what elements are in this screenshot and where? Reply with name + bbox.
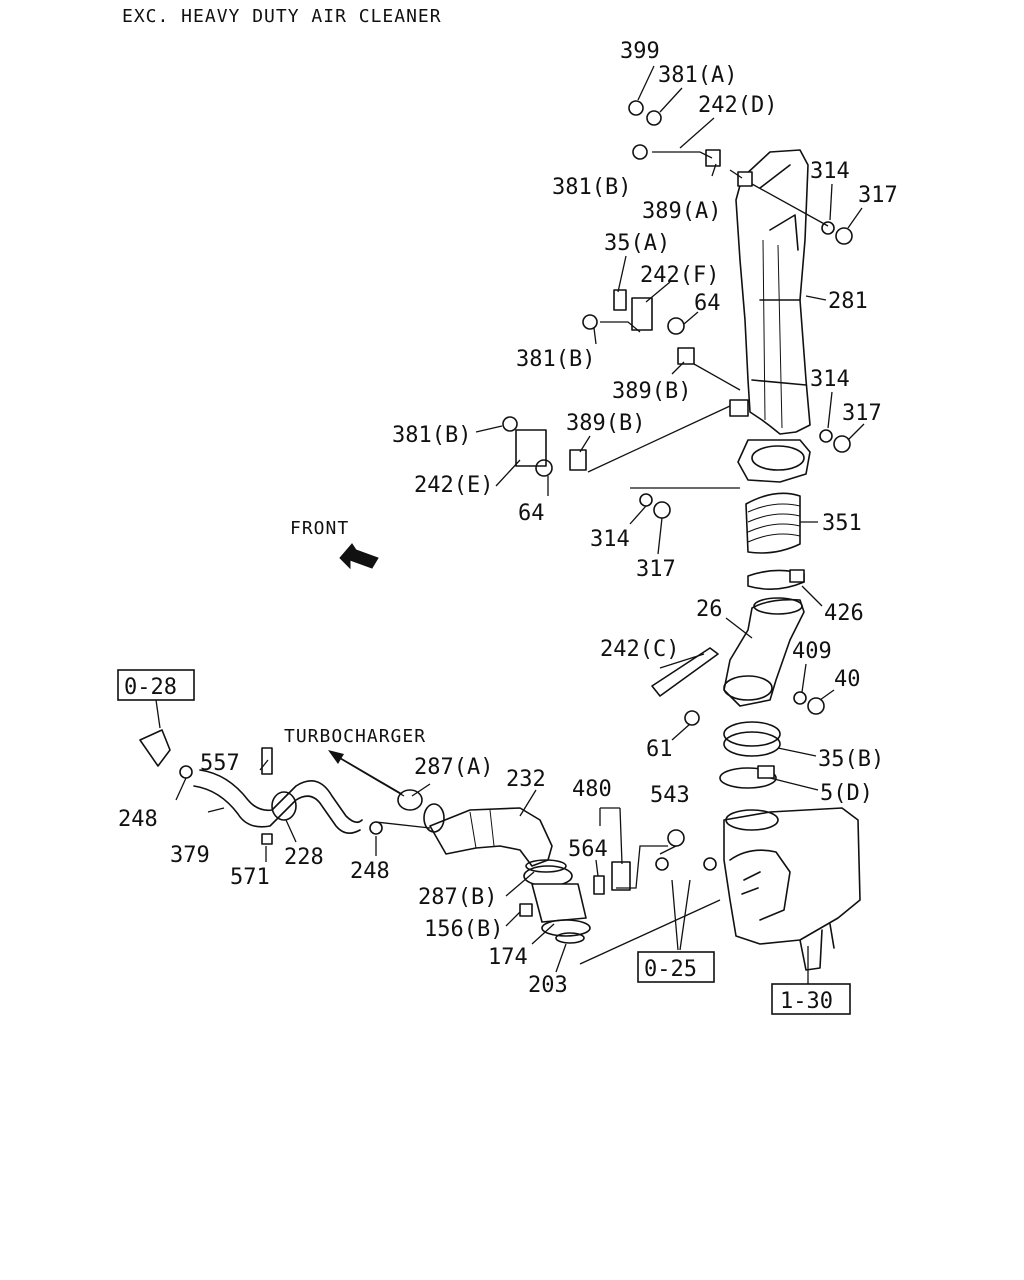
callout-label: 156(B) — [424, 917, 503, 942]
bracket-242c — [651, 647, 719, 697]
callout-label: 228 — [284, 845, 324, 870]
callout-label: 426 — [824, 601, 864, 626]
elbow-duct-26 — [723, 597, 805, 707]
callout-label: 543 — [650, 783, 690, 808]
callout-label: 242(D) — [698, 93, 777, 118]
fasteners — [179, 100, 853, 873]
svg-text:0-25: 0-25 — [644, 957, 697, 982]
callout-label: 379 — [170, 843, 210, 868]
callout-label: 557 — [200, 751, 240, 776]
callout-label: 317 — [636, 557, 676, 582]
callout-label: 174 — [488, 945, 528, 970]
front-arrow — [339, 543, 379, 570]
svg-text:1-30: 1-30 — [780, 989, 833, 1014]
callout-label: 242(C) — [600, 637, 679, 662]
callout-label: 232 — [506, 767, 546, 792]
svg-text:0-28: 0-28 — [124, 675, 177, 700]
callout-label: 5(D) — [820, 781, 873, 806]
turbo-arrow — [328, 750, 405, 797]
clamp-5d — [719, 765, 777, 789]
callout-label: 399 — [620, 39, 660, 64]
reference-box-0-28[interactable]: 0-28 — [117, 669, 195, 701]
callout-label: 317 — [858, 183, 898, 208]
callout-label: 317 — [842, 401, 882, 426]
turbocharger-annotation: TURBOCHARGER — [284, 726, 426, 747]
callout-label: 287(A) — [414, 755, 493, 780]
callout-label: 381(B) — [552, 175, 631, 200]
reference-box-0-25[interactable]: 0-25 — [637, 951, 715, 983]
clamp-426 — [747, 569, 805, 590]
callout-label: 248 — [118, 807, 158, 832]
callout-label: 26 — [696, 597, 723, 622]
hose-35b — [723, 721, 781, 757]
callout-label: 351 — [822, 511, 862, 536]
callout-label: 389(B) — [566, 411, 645, 436]
callout-label: 381(B) — [516, 347, 595, 372]
callout-label: 381(A) — [658, 63, 737, 88]
turbo-hose-232 — [423, 803, 553, 867]
callout-labels: 399 381(A) 242(D) 381(B) 389(A) 314 317 … — [118, 39, 898, 998]
callout-label: 61 — [646, 737, 673, 762]
callout-label: 242(E) — [414, 473, 493, 498]
maf-sensor-body — [519, 861, 631, 944]
air-cleaner — [723, 807, 861, 971]
callout-label: 40 — [834, 667, 861, 692]
callout-label: 571 — [230, 865, 270, 890]
callout-label: 64 — [518, 501, 545, 526]
reference-box-1-30[interactable]: 1-30 — [771, 983, 851, 1015]
diagram-title: EXC. HEAVY DUTY AIR CLEANER — [122, 6, 442, 27]
front-annotation: FRONT — [290, 518, 349, 539]
callout-label: 564 — [568, 837, 608, 862]
callout-label: 389(A) — [642, 199, 721, 224]
callout-label: 281 — [828, 289, 868, 314]
callout-label: 389(B) — [612, 379, 691, 404]
callout-label: 381(B) — [392, 423, 471, 448]
vacuum-hose-379 — [139, 729, 363, 845]
callout-label: 314 — [810, 159, 850, 184]
callout-label: 248 — [350, 859, 390, 884]
callout-label: 314 — [590, 527, 630, 552]
callout-label: 287(B) — [418, 885, 497, 910]
bellows-hose — [745, 492, 801, 554]
callout-label: 35(A) — [604, 231, 670, 256]
callout-label: 314 — [810, 367, 850, 392]
callout-label: 480 — [572, 777, 612, 802]
air-intake-duct — [729, 149, 811, 483]
callout-label: 203 — [528, 973, 568, 998]
callout-label: 242(F) — [640, 263, 719, 288]
leader-lines — [155, 65, 865, 988]
callout-label: 409 — [792, 639, 832, 664]
callout-label: 35(B) — [818, 747, 884, 772]
callout-label: 64 — [694, 291, 721, 316]
